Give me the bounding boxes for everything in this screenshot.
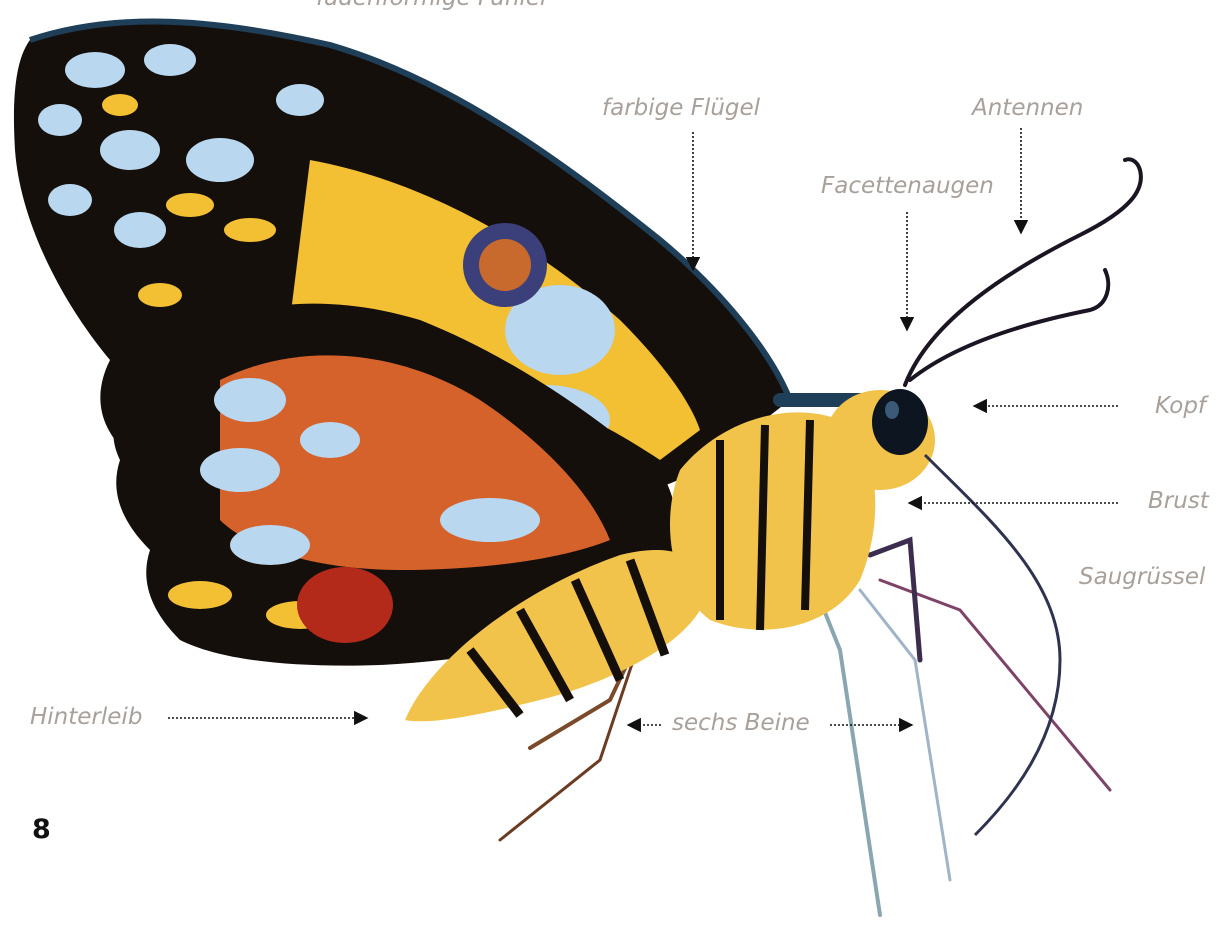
label-eyes: Facettenaugen	[821, 175, 994, 198]
label-thorax: Brust	[1148, 490, 1209, 513]
page-number: 8	[32, 816, 51, 843]
label-legs: sechs Beine	[672, 712, 810, 735]
label-proboscis: Saugrüssel	[1079, 566, 1205, 589]
proboscis	[925, 455, 1060, 835]
label-head: Kopf	[1155, 395, 1206, 418]
label-wings: farbige Flügel	[602, 97, 760, 120]
top-cutoff-label: fadenförmige Fühler	[316, 0, 549, 10]
label-antennae: Antennen	[972, 97, 1083, 120]
label-abdomen: Hinterleib	[30, 706, 142, 729]
